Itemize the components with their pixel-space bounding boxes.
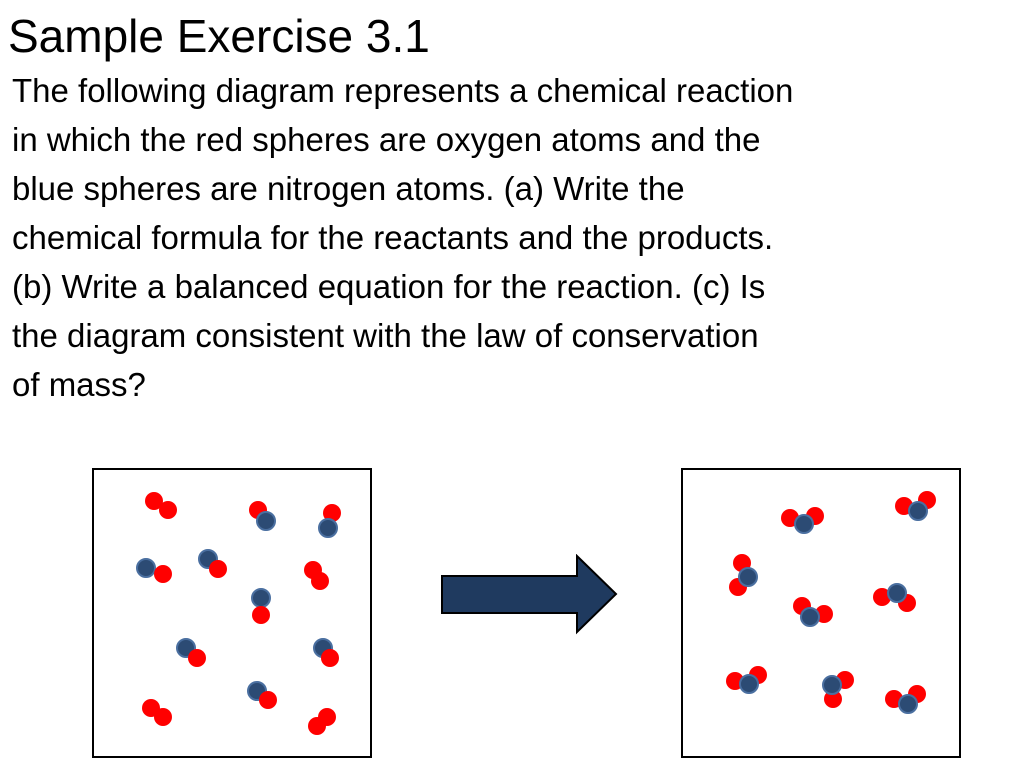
oxygen-atom	[145, 492, 163, 510]
nitrogen-atom	[822, 675, 842, 695]
nitrogen-atom	[738, 567, 758, 587]
nitrogen-atom	[251, 588, 271, 608]
oxygen-atom	[873, 588, 891, 606]
oxygen-atom	[311, 572, 329, 590]
no-molecule	[198, 549, 227, 578]
right-arrow-icon	[441, 554, 618, 635]
no2-molecule	[726, 666, 767, 694]
exercise-text-line: of mass?	[12, 366, 146, 403]
no2-molecule	[885, 685, 926, 714]
o2-molecule	[304, 561, 329, 590]
o2-molecule	[145, 492, 177, 519]
exercise-text: The following diagram represents a chemi…	[12, 66, 1012, 409]
exercise-text-line: chemical formula for the reactants and t…	[12, 219, 774, 256]
no2-molecule	[793, 597, 833, 627]
oxygen-atom	[323, 504, 341, 522]
oxygen-atom	[154, 565, 172, 583]
no-molecule	[176, 638, 206, 667]
no-molecule	[313, 638, 339, 667]
exercise-text-line: The following diagram represents a chemi…	[12, 72, 794, 109]
nitrogen-atom	[739, 674, 759, 694]
oxygen-atom	[154, 708, 172, 726]
no2-molecule	[895, 491, 936, 521]
no-molecule	[247, 681, 277, 709]
nitrogen-atom	[800, 607, 820, 627]
nitrogen-atom	[794, 514, 814, 534]
oxygen-atom	[308, 717, 326, 735]
products-box	[681, 468, 961, 758]
oxygen-atom	[188, 649, 206, 667]
o2-molecule	[308, 708, 336, 735]
nitrogen-atom	[898, 694, 918, 714]
oxygen-atom	[209, 560, 227, 578]
nitrogen-atom	[887, 583, 907, 603]
exercise-text-line: (b) Write a balanced equation for the re…	[12, 268, 766, 305]
nitrogen-atom	[908, 501, 928, 521]
exercise-text-line: the diagram consistent with the law of c…	[12, 317, 759, 354]
no-molecule	[318, 504, 341, 538]
o2-molecule	[142, 699, 172, 726]
oxygen-atom	[252, 606, 270, 624]
no2-molecule	[729, 554, 758, 596]
exercise-text-line: blue spheres are nitrogen atoms. (a) Wri…	[12, 170, 685, 207]
oxygen-atom	[159, 501, 177, 519]
oxygen-atom	[321, 649, 339, 667]
nitrogen-atom	[318, 518, 338, 538]
reactants-box	[92, 468, 372, 758]
exercise-text-line: in which the red spheres are oxygen atom…	[12, 121, 761, 158]
no-molecule	[251, 588, 271, 624]
slide-title: Sample Exercise 3.1	[8, 10, 430, 62]
oxygen-atom	[824, 690, 842, 708]
products-diagram	[726, 491, 936, 714]
nitrogen-atom	[256, 511, 276, 531]
no2-molecule	[822, 671, 854, 708]
oxygen-atom	[259, 691, 277, 709]
reactants-diagram	[136, 492, 341, 735]
nitrogen-atom	[136, 558, 156, 578]
no-molecule	[136, 558, 172, 583]
no2-molecule	[873, 583, 916, 612]
no2-molecule	[781, 507, 824, 534]
no-molecule	[249, 501, 276, 531]
